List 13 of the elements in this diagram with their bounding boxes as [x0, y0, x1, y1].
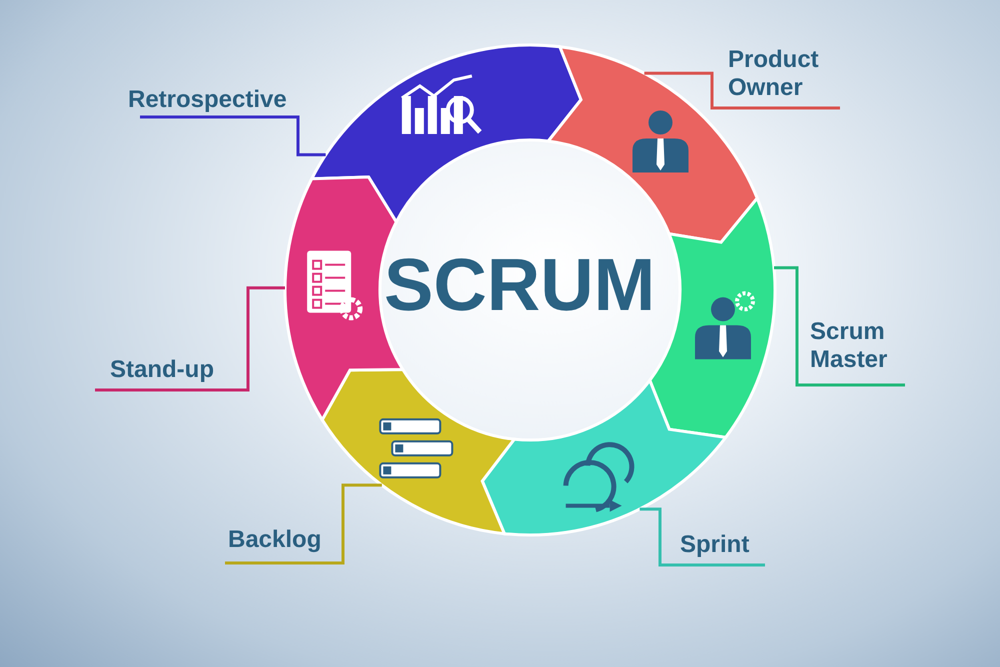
role-label: Product Owner: [728, 46, 848, 102]
leader-line: [140, 116, 326, 156]
leader-line: [225, 484, 382, 564]
leader-line: [640, 508, 765, 566]
role-label: Scrum Master: [810, 318, 930, 374]
role-label: Retrospective: [128, 86, 287, 114]
role-label: Backlog: [228, 526, 322, 554]
role-label: Stand-up: [110, 356, 214, 384]
role-label: Sprint: [680, 531, 750, 559]
leader-line: [95, 286, 285, 392]
center-title: SCRUM: [384, 245, 656, 325]
leader-line: [644, 72, 840, 110]
leader-line: [774, 266, 905, 386]
